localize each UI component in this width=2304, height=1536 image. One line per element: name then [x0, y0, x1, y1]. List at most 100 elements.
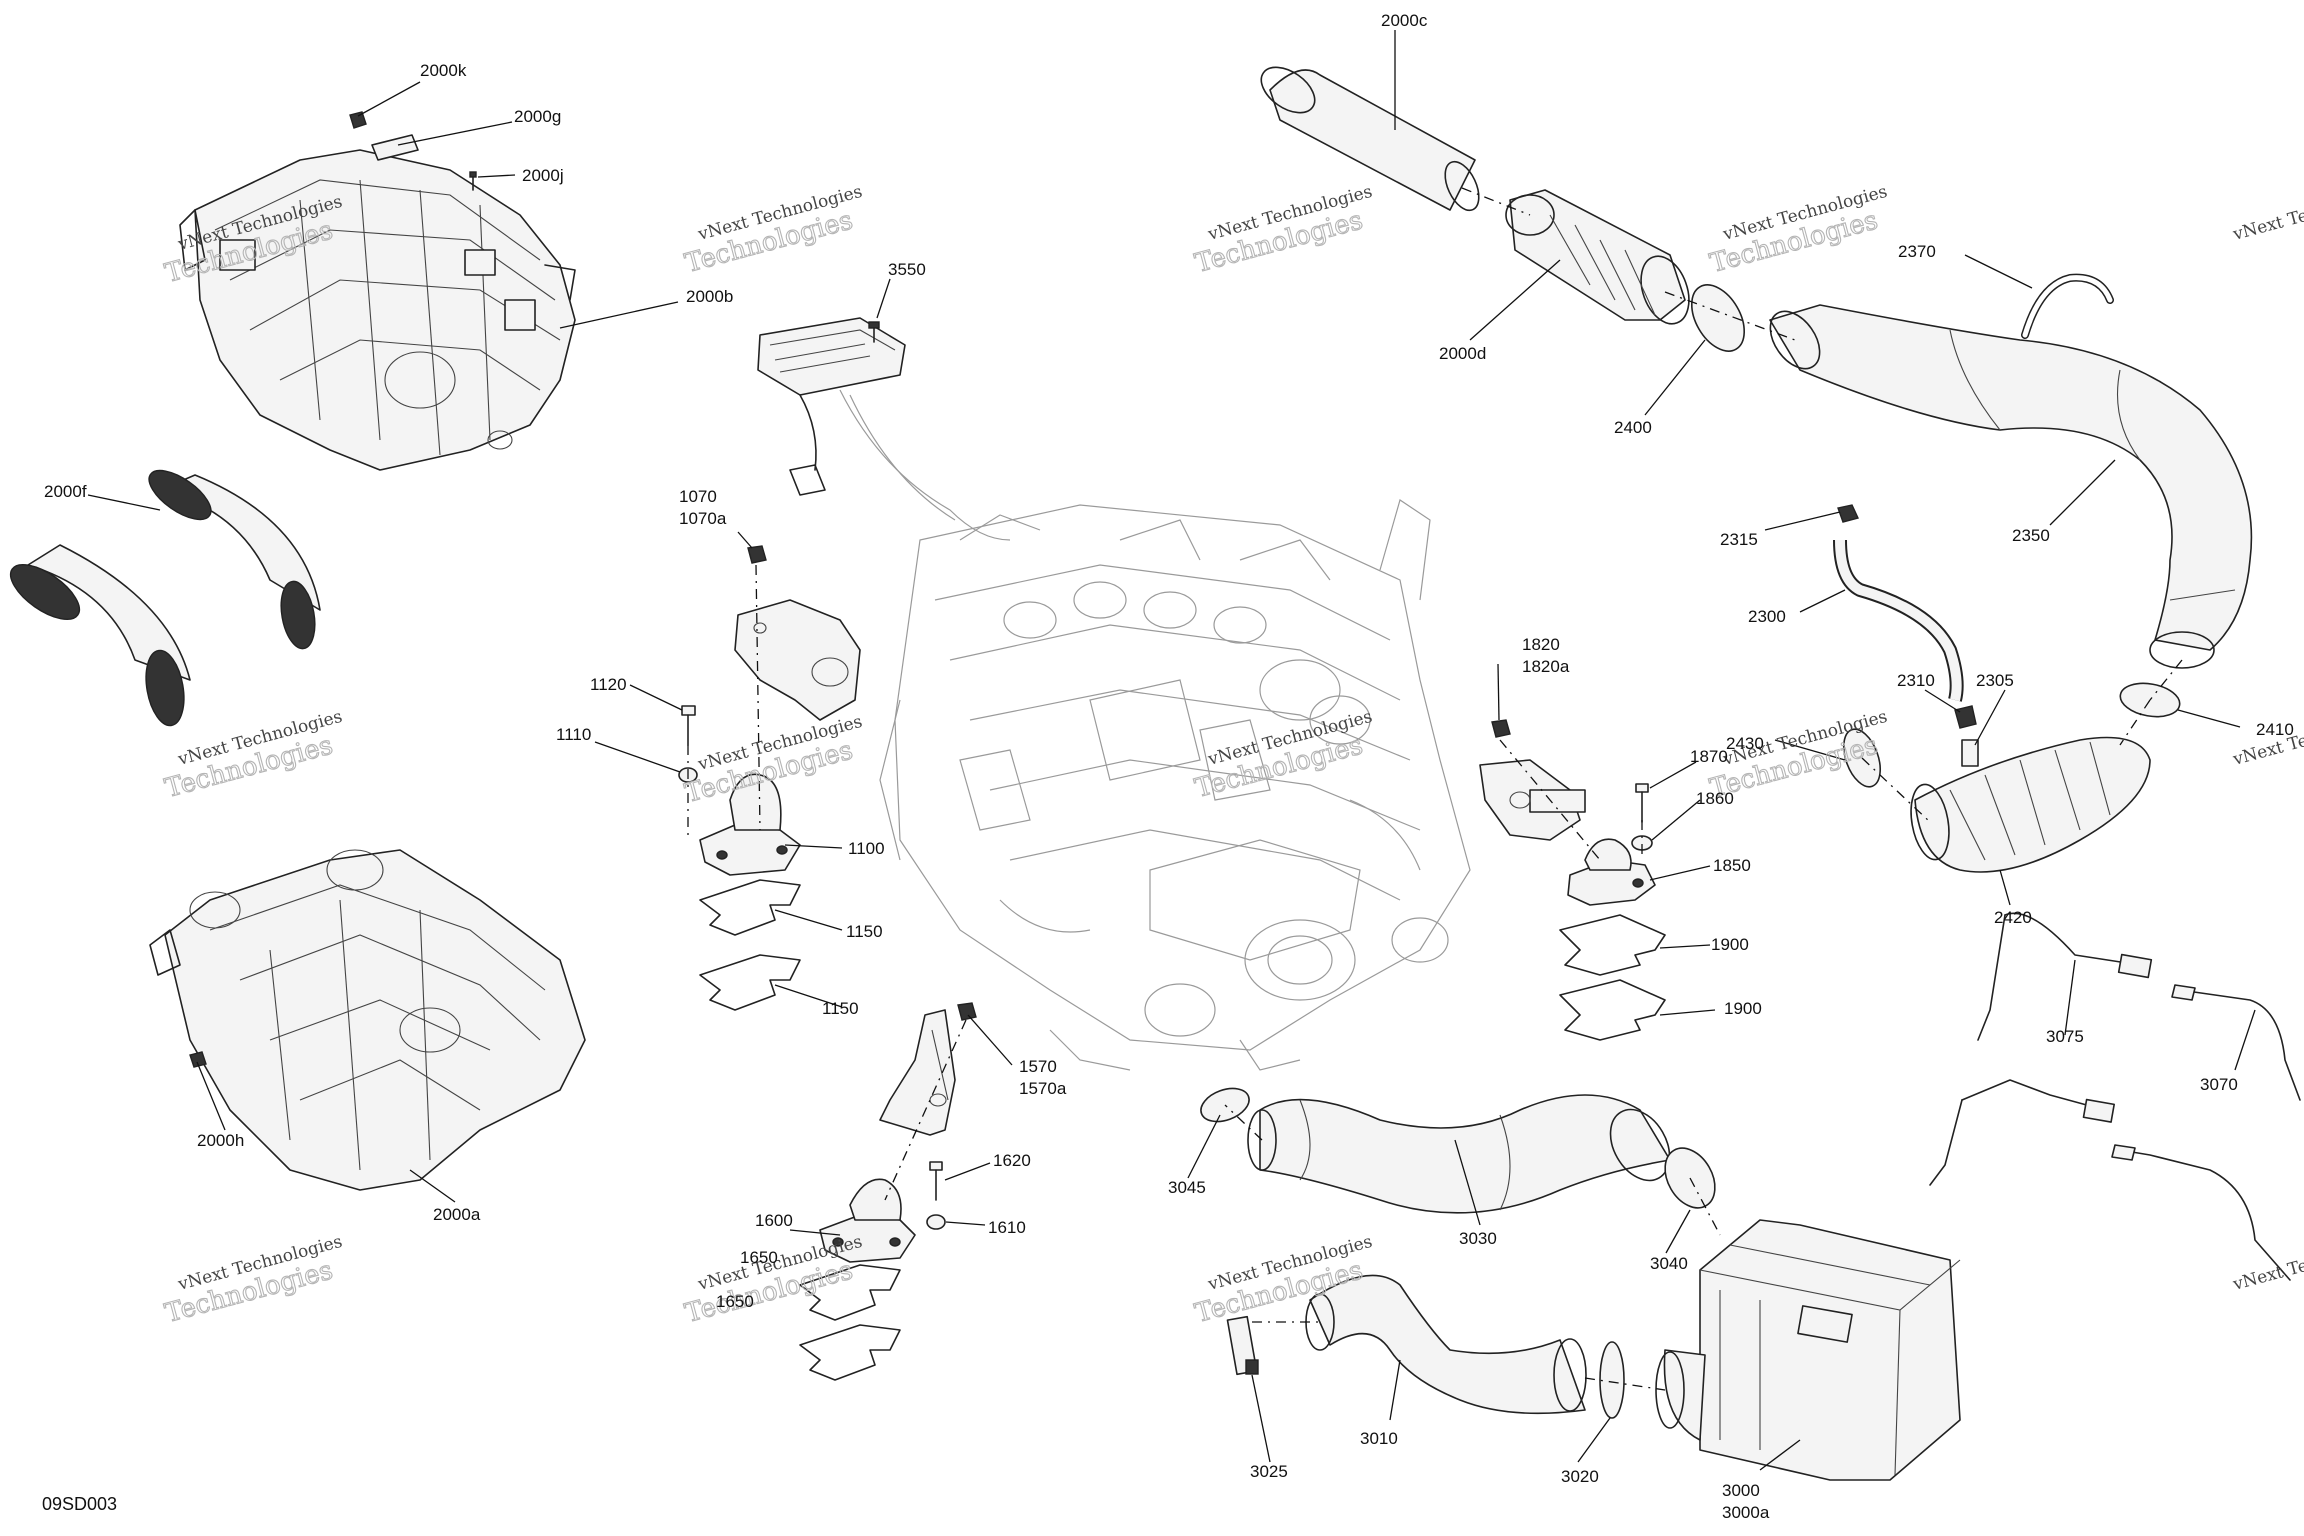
bolt-3550 — [868, 321, 880, 343]
callout-2000b: 2000b — [686, 287, 733, 306]
callout-1120: 1120 — [590, 675, 627, 694]
callout-3070: 3070 — [2200, 1075, 2238, 1094]
support-bracket-3075 — [1929, 912, 2153, 1186]
callout-2420: 2420 — [1994, 908, 2032, 927]
nut-2000k — [349, 111, 367, 129]
hose-2300 — [1833, 539, 1964, 702]
callout-1600: 1600 — [755, 1211, 793, 1230]
callout-1150-upper: 1150 — [846, 922, 883, 941]
callout-1820: 1820 — [1522, 635, 1560, 654]
watermark-brand: vNext Technologies — [2230, 1232, 2304, 1295]
callout-2400: 2400 — [1614, 418, 1652, 437]
intake-adapter-2000d — [1505, 189, 1690, 325]
nut-1070 — [747, 545, 767, 564]
callout-2000c: 2000c — [1381, 11, 1428, 30]
callout-1070: 1070 — [679, 487, 717, 506]
callout-2305: 2305 — [1976, 671, 2014, 690]
intake-duct-2350 — [1769, 304, 2253, 669]
support-bracket-3070 — [2111, 984, 2301, 1281]
callout-2310: 2310 — [1897, 671, 1935, 690]
engine-bracket-1070 — [734, 599, 861, 721]
callout-2000d: 2000d — [1439, 344, 1486, 363]
callout-1850: 1850 — [1713, 856, 1751, 875]
callout-1650-upper: 1650 — [740, 1248, 778, 1267]
intake-manifold-upper-2000b — [179, 149, 576, 471]
callout-1900-lower: 1900 — [1724, 999, 1762, 1018]
callout-2350: 2350 — [2012, 526, 2050, 545]
callout-1570: 1570 — [1019, 1057, 1057, 1076]
assembly-lines — [687, 187, 2183, 1391]
callout-2315: 2315 — [1720, 530, 1758, 549]
callout-3075: 3075 — [2046, 1027, 2084, 1046]
bolt-1620 — [929, 1161, 943, 1201]
callout-2000f: 2000f — [44, 482, 87, 501]
clamp-3025 — [1226, 1315, 1259, 1376]
callout-3000a: 3000a — [1722, 1503, 1770, 1522]
nut-1820 — [1491, 719, 1511, 738]
callout-2000k: 2000k — [420, 61, 467, 80]
clamp-2315 — [1837, 504, 1859, 523]
callout-2410: 2410 — [2256, 720, 2294, 739]
hose-3030 — [1247, 1094, 1671, 1214]
engine-bracket-1570 — [879, 1009, 956, 1136]
shim-1650-upper — [799, 1264, 901, 1321]
hose-3010 — [1305, 1274, 1587, 1415]
callout-1650-lower: 1650 — [716, 1292, 754, 1311]
watermark-brand: vNext Technologies — [2230, 182, 2304, 245]
callout-2000a: 2000a — [433, 1205, 481, 1224]
callout-labels: 2000k 2000g 2000j 2000b 2000f 2000h 2000… — [44, 11, 2294, 1522]
shim-1650-lower — [799, 1324, 901, 1381]
screw-2000j — [469, 171, 477, 191]
callout-2300: 2300 — [1748, 607, 1786, 626]
callout-2370: 2370 — [1898, 242, 1936, 261]
callout-1110: 1110 — [556, 725, 591, 744]
engine-mount-1600 — [819, 1178, 916, 1263]
hose-2370-inner — [2022, 275, 2113, 338]
clamp-2310 — [1954, 705, 1977, 729]
callout-3025: 3025 — [1250, 1462, 1288, 1481]
ecu-module — [757, 317, 1011, 541]
shim-1150-upper — [699, 879, 801, 936]
fitting-2305 — [1961, 739, 1979, 767]
callout-1570a: 1570a — [1019, 1079, 1067, 1098]
callout-1820a: 1820a — [1522, 657, 1570, 676]
engine-mount-1850 — [1567, 838, 1656, 906]
diagram-code: 09SD003 — [42, 1494, 117, 1514]
shim-1900-lower — [1559, 979, 1666, 1041]
bolt-1870 — [1635, 783, 1649, 823]
callout-3030: 3030 — [1459, 1229, 1497, 1248]
intake-tube-2000f-left — [9, 544, 191, 727]
callout-1620: 1620 — [993, 1151, 1031, 1170]
shim-1900-upper — [1559, 914, 1666, 976]
callout-3045: 3045 — [1168, 1178, 1206, 1197]
callout-2430: 2430 — [1726, 734, 1764, 753]
callout-3000: 3000 — [1722, 1481, 1760, 1500]
shim-1150-lower — [699, 954, 801, 1011]
intake-manifold-lower-2000a — [149, 849, 586, 1191]
callout-3010: 3010 — [1360, 1429, 1398, 1448]
callout-3020: 3020 — [1561, 1467, 1599, 1486]
nut-2000h — [189, 1051, 207, 1068]
washer-1610 — [926, 1214, 946, 1230]
callout-3550: 3550 — [888, 260, 926, 279]
callout-1610: 1610 — [988, 1218, 1026, 1237]
callout-1070a: 1070a — [679, 509, 727, 528]
callout-1870: 1870 — [1690, 747, 1728, 766]
intake-tube-2000f-right — [148, 469, 321, 650]
callout-1100: 1100 — [848, 839, 885, 858]
engine-block-ghost — [879, 499, 1471, 1071]
cover-2000g — [371, 134, 419, 161]
callout-2000j: 2000j — [522, 166, 564, 185]
engine-bracket-1820 — [1479, 759, 1586, 841]
engine-mount-1100 — [699, 773, 801, 876]
callout-1860: 1860 — [1696, 789, 1734, 808]
callout-1150-lower: 1150 — [822, 999, 859, 1018]
callout-2000h: 2000h — [197, 1131, 244, 1150]
nut-1570 — [957, 1002, 977, 1021]
bolt-1120 — [681, 705, 696, 746]
callout-1900-upper: 1900 — [1711, 935, 1749, 954]
leader-lines — [87, 30, 2256, 1471]
callout-3040: 3040 — [1650, 1254, 1688, 1273]
clamp-3020 — [1599, 1341, 1625, 1419]
